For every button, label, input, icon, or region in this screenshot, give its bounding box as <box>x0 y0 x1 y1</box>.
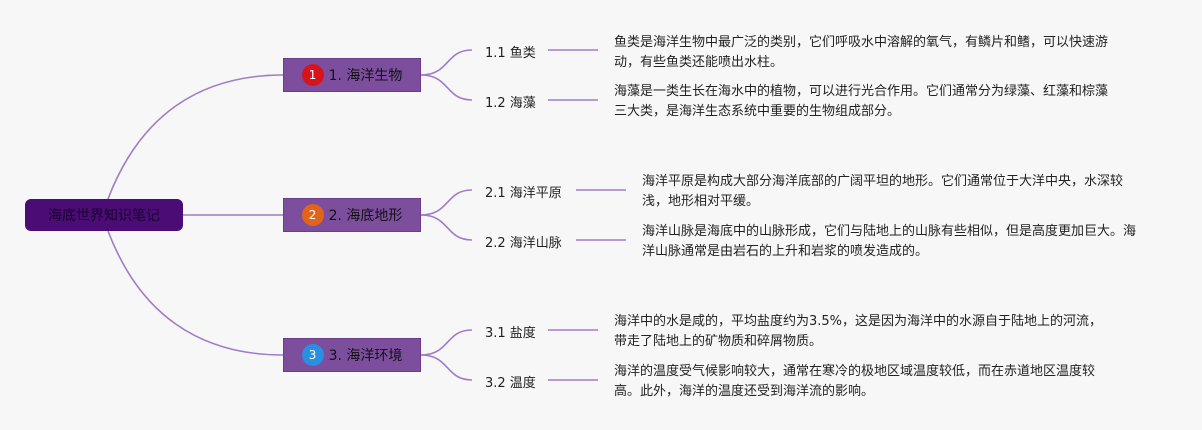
subtopic-fish[interactable]: 1.1 鱼类 <box>485 46 536 61</box>
priority-1-icon: 1 <box>301 64 324 86</box>
priority-3-icon: 3 <box>301 344 324 366</box>
root-label: 海底世界知识笔记 <box>48 208 160 224</box>
connector-branch-1-sub-2 <box>420 74 473 101</box>
connector-branch-2-sub-2 <box>420 214 473 241</box>
subtopic-ocean-plain[interactable]: 2.1 海洋平原 <box>485 186 562 201</box>
note-ocean-plain: 海洋平原是构成大部分海洋底部的广阔平坦的地形。它们通常位于大洋中央，水深较浅，地… <box>642 174 1124 209</box>
note-ocean-ridge: 海洋山脉是海底中的山脉形成，它们与陆地上的山脉有些相似，但是高度更加巨大。海洋山… <box>642 224 1137 259</box>
root-node[interactable]: 海底世界知识笔记 <box>25 199 183 231</box>
branch-title: 3. 海洋环境 <box>328 348 403 364</box>
note-temperature: 海洋的温度受气候影响较大，通常在寒冷的极地区域温度较低，而在赤道地区温度较高。此… <box>614 364 1096 399</box>
priority-2-icon: 2 <box>301 204 324 226</box>
subtopic-temperature[interactable]: 3.2 温度 <box>485 376 536 391</box>
branch-title: 2. 海底地形 <box>328 208 403 224</box>
branch-node-marine-life[interactable]: 1 1. 海洋生物 <box>283 58 421 92</box>
connector-root-branch-3 <box>107 230 284 356</box>
connector-root-branch-1 <box>107 74 284 200</box>
subtopic-salinity[interactable]: 3.1 盐度 <box>485 326 536 341</box>
note-seaweed: 海藻是一类生长在海水中的植物，可以进行光合作用。它们通常分为绿藻、红藻和棕藻三大… <box>614 84 1109 119</box>
subtopic-ocean-ridge[interactable]: 2.2 海洋山脉 <box>485 236 562 251</box>
connector-branch-3-sub-2 <box>420 354 473 381</box>
connector-branch-1-sub-1 <box>420 49 473 76</box>
connector-branch-2-sub-1 <box>420 189 473 216</box>
branch-title: 1. 海洋生物 <box>328 68 403 84</box>
connector-branch-3-sub-1 <box>420 329 473 356</box>
branch-node-marine-environment[interactable]: 3 3. 海洋环境 <box>283 338 421 372</box>
note-fish: 鱼类是海洋生物中最广泛的类别，它们呼吸水中溶解的氧气，有鳞片和鳍，可以快速游动，… <box>614 35 1109 70</box>
branch-node-seabed-terrain[interactable]: 2 2. 海底地形 <box>283 198 421 232</box>
note-salinity: 海洋中的水是咸的，平均盐度约为3.5%，这是因为海洋中的水源自于陆地上的河流，带… <box>614 314 1103 349</box>
subtopic-seaweed[interactable]: 1.2 海藻 <box>485 96 536 111</box>
